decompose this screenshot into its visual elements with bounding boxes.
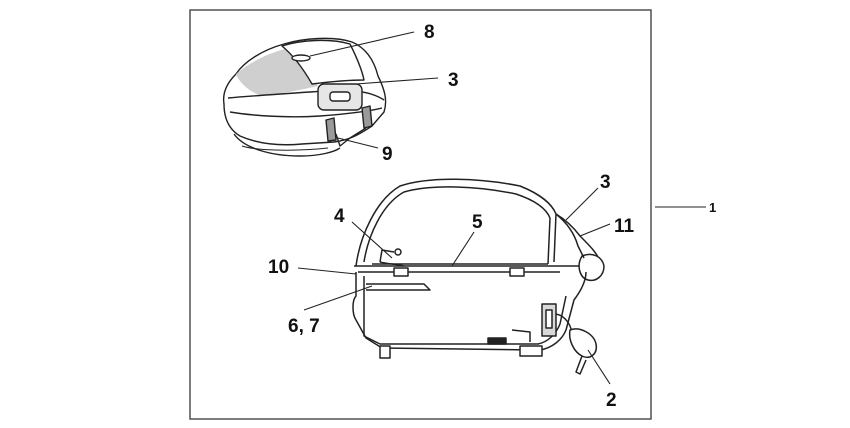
callout-10: 10: [268, 257, 289, 278]
callout-3-upper: 3: [448, 70, 459, 91]
callout-2: 2: [606, 390, 617, 411]
top-case-closed: [222, 37, 387, 157]
leader-lines: [297, 31, 706, 385]
callout-9: 9: [382, 144, 393, 165]
diagram-frame: [189, 9, 652, 420]
callout-6-7: 6, 7: [288, 316, 320, 337]
top-case-open: [352, 178, 605, 375]
callout-8: 8: [424, 22, 435, 43]
callout-5: 5: [472, 212, 483, 233]
callout-11: 11: [614, 216, 635, 237]
callout-4: 4: [334, 206, 345, 227]
callout-3-lower: 3: [600, 172, 611, 193]
callout-1: 1: [709, 200, 716, 215]
